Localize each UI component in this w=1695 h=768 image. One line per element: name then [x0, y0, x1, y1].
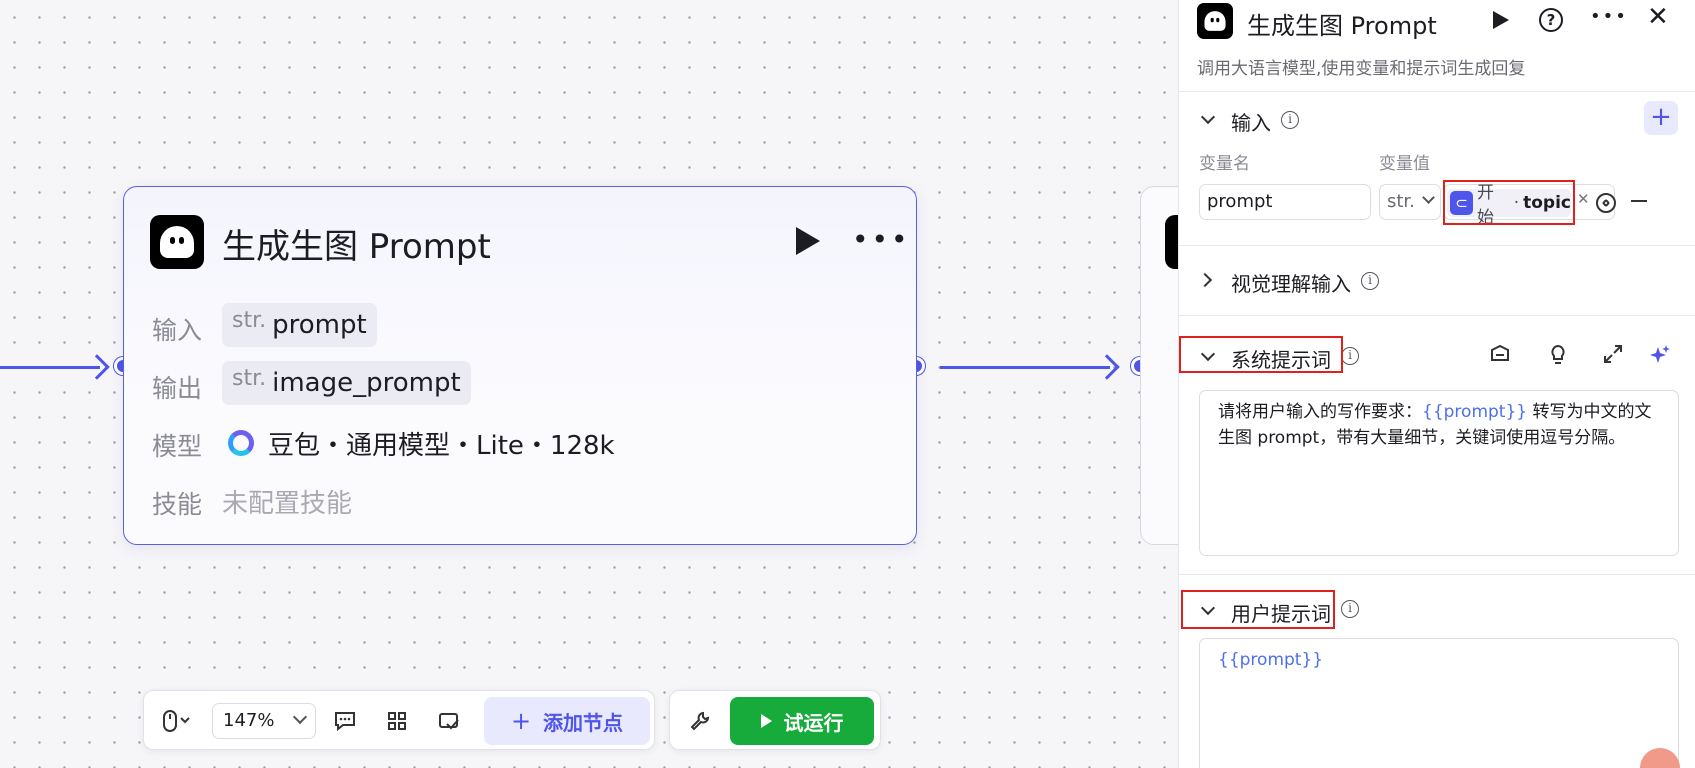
- node-config-panel: 生成生图 Prompt ? ••• ✕ 调用大语言模型,使用变量和提示词生成回复…: [1178, 0, 1695, 768]
- variable-reference-chip[interactable]: ⊂ 开始·topic: [1447, 183, 1571, 228]
- highlight-box: [1181, 590, 1335, 629]
- model-logo-icon: [228, 430, 254, 456]
- more-icon[interactable]: •••: [1590, 6, 1628, 27]
- var-value-column: 变量值: [1379, 154, 1430, 174]
- expand-icon[interactable]: [1603, 344, 1623, 369]
- llm-node[interactable]: 生成生图 Prompt ••• 输入 str.prompt 输出 str.ima…: [123, 186, 917, 545]
- node-title: 生成生图 Prompt: [222, 227, 491, 267]
- info-icon[interactable]: i: [1341, 347, 1359, 365]
- comment-icon[interactable]: [329, 705, 361, 737]
- info-icon[interactable]: i: [1361, 272, 1379, 290]
- system-prompt-title: 系统提示词: [1231, 348, 1331, 372]
- library-icon[interactable]: [1489, 344, 1511, 369]
- sparkle-icon[interactable]: [1649, 344, 1671, 371]
- divider: [1179, 315, 1695, 316]
- chevron-down-icon: [292, 709, 308, 725]
- add-node-button[interactable]: +添加节点: [484, 697, 650, 745]
- skill-label: 技能: [152, 490, 203, 519]
- divider: [1179, 245, 1695, 246]
- check-card-icon[interactable]: [433, 705, 465, 737]
- input-tag: str.prompt: [222, 303, 377, 347]
- outgoing-edge: [940, 366, 1110, 369]
- divider: [1179, 91, 1695, 92]
- avatar[interactable]: [1640, 748, 1680, 768]
- remove-variable-button[interactable]: [1631, 200, 1647, 202]
- divider: [1179, 574, 1695, 575]
- input-section-title: 输入: [1231, 111, 1271, 135]
- var-type-select[interactable]: str.: [1379, 184, 1441, 220]
- help-icon[interactable]: ?: [1539, 8, 1563, 32]
- model-value: 豆包・通用模型・Lite・128k: [268, 431, 615, 461]
- grid-icon[interactable]: [381, 705, 413, 737]
- mouse-icon[interactable]: [158, 705, 194, 737]
- skill-value: 未配置技能: [222, 489, 353, 519]
- panel-description: 调用大语言模型,使用变量和提示词生成回复: [1197, 59, 1526, 79]
- info-icon[interactable]: i: [1341, 600, 1359, 618]
- zoom-select[interactable]: 147%: [212, 703, 316, 739]
- output-tag: str.image_prompt: [222, 361, 471, 405]
- ghost-logo-icon: [1197, 3, 1233, 39]
- start-node-icon: ⊂: [1450, 191, 1474, 215]
- var-name-input[interactable]: prompt: [1199, 184, 1371, 220]
- wrench-icon[interactable]: [684, 705, 716, 737]
- var-name-column: 变量名: [1199, 154, 1250, 174]
- bulb-icon[interactable]: [1549, 344, 1567, 371]
- play-icon: [760, 714, 772, 728]
- user-prompt-title: 用户提示词: [1231, 602, 1331, 626]
- play-icon[interactable]: [1493, 11, 1509, 29]
- incoming-arrowhead: [84, 354, 110, 380]
- more-icon[interactable]: •••: [852, 223, 911, 256]
- chevron-down-icon: [1422, 191, 1435, 204]
- chevron-right-icon[interactable]: [1197, 272, 1213, 288]
- highlight-box: [1443, 180, 1575, 225]
- highlight-box: [1179, 336, 1343, 373]
- output-label: 输出: [152, 374, 203, 403]
- outgoing-arrowhead: [1094, 354, 1120, 380]
- system-prompt-textarea[interactable]: 请将用户输入的写作要求：{{prompt}} 转写为中文的文 生图 prompt…: [1199, 390, 1679, 556]
- clear-reference-icon[interactable]: ✕: [1577, 190, 1590, 208]
- input-label: 输入: [152, 316, 203, 345]
- variable-picker-icon[interactable]: [1596, 193, 1616, 213]
- panel-title: 生成生图 Prompt: [1247, 12, 1437, 40]
- chevron-down-icon[interactable]: [1200, 109, 1216, 125]
- incoming-edge: [0, 366, 100, 369]
- close-icon[interactable]: ✕: [1647, 2, 1669, 32]
- ghost-logo-icon: [150, 215, 204, 269]
- add-variable-button[interactable]: +: [1644, 101, 1678, 135]
- trial-run-button[interactable]: 试运行: [730, 697, 874, 745]
- model-label: 模型: [152, 432, 203, 461]
- play-icon[interactable]: [796, 227, 820, 255]
- run-toolbar: 试运行: [669, 690, 881, 750]
- canvas-toolbar: 147% +添加节点: [143, 690, 655, 750]
- vision-input-title: 视觉理解输入: [1231, 272, 1351, 296]
- info-icon[interactable]: i: [1281, 111, 1299, 129]
- user-prompt-textarea[interactable]: {{prompt}}: [1199, 638, 1679, 768]
